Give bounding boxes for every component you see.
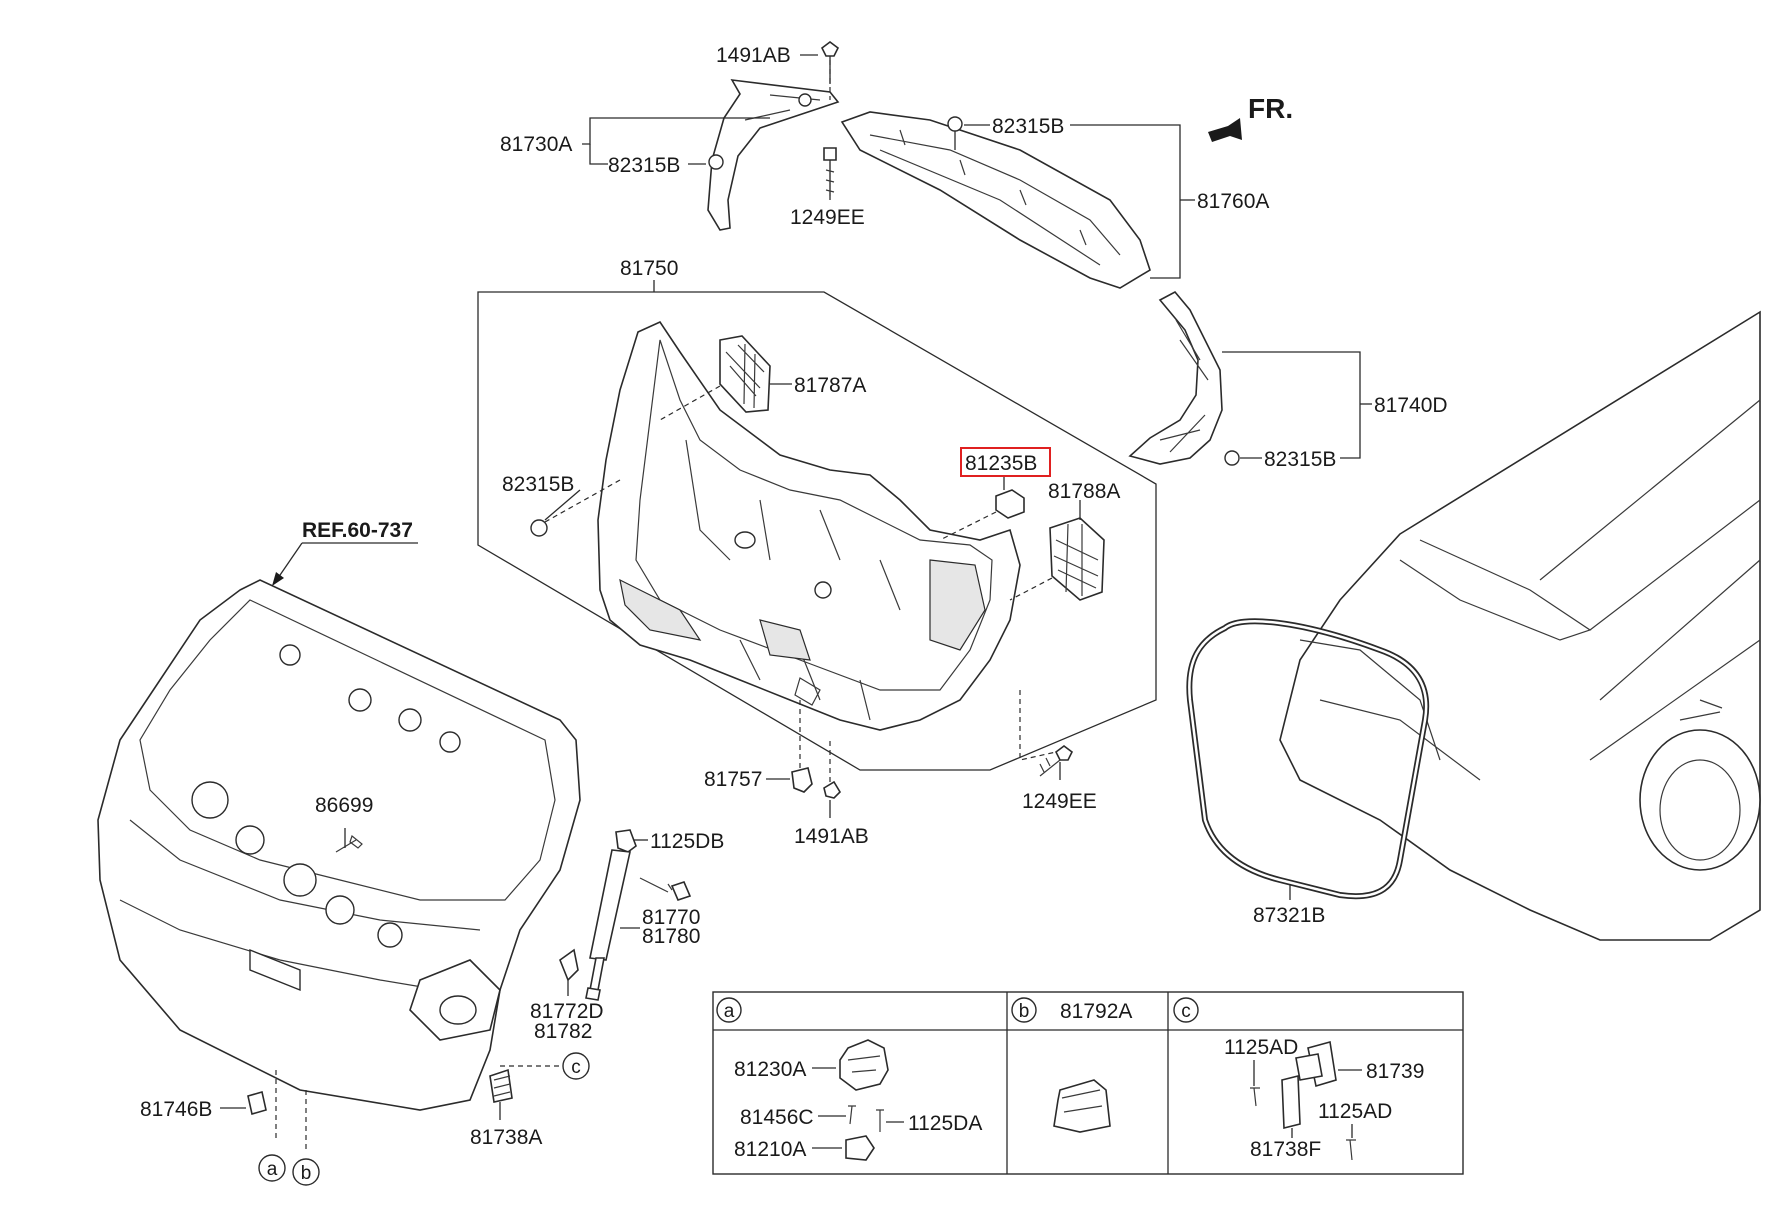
callout-c: c: [571, 1057, 581, 1078]
upper-trim-81760A: [840, 111, 1151, 289]
label-1491AB-bottom: 1491AB: [794, 825, 869, 848]
label-82315B-a: 82315B: [608, 154, 680, 177]
table-a-part-3: 1125DA: [908, 1112, 982, 1135]
label-82315B-d: 82315B: [502, 473, 574, 496]
label-81760A: 81760A: [1197, 190, 1269, 213]
side-trim-81740D: [1128, 290, 1240, 466]
front-arrow-icon: [1208, 118, 1242, 142]
clip-81235B: [939, 489, 1025, 541]
tailgate-outer-panel: [97, 579, 581, 1111]
label-81750: 81750: [620, 257, 678, 280]
table-c-part-2: 81739: [1366, 1060, 1424, 1083]
label-81738A: 81738A: [470, 1126, 542, 1149]
label-82315B-b: 82315B: [992, 115, 1064, 138]
front-direction-indicator: FR.: [1208, 93, 1293, 142]
table-col-c-letter: c: [1181, 1001, 1191, 1022]
assembly-outline-81750: [477, 291, 1157, 771]
front-direction-label: FR.: [1248, 93, 1293, 124]
vehicle-rear-view: [1279, 310, 1761, 941]
label-81235B: 81235B: [965, 452, 1037, 475]
table-c-part-1: 1125AD: [1224, 1036, 1298, 1059]
label-81787A: 81787A: [794, 374, 866, 397]
bumper-81746B: [247, 1090, 267, 1116]
table-col-b-title: 81792A: [1060, 1000, 1132, 1023]
label-81757: 81757: [704, 768, 762, 791]
label-1491AB-top: 1491AB: [716, 44, 791, 67]
weatherstrip-87321B: [1186, 618, 1430, 900]
tailgate-trim-panel-81750: [597, 320, 1021, 731]
label-81788A: 81788A: [1048, 480, 1120, 503]
table-a-part-4: 81210A: [734, 1138, 806, 1161]
table-a-part-1: 81230A: [734, 1058, 806, 1081]
label-1249EE-bottom: 1249EE: [1022, 790, 1097, 813]
label-82315B-c: 82315B: [1264, 448, 1336, 471]
grille-81787A: [659, 335, 771, 421]
clip-82315B-d: [530, 519, 548, 537]
table-a-part-2: 81456C: [740, 1106, 814, 1129]
callout-c-circle: [562, 1052, 590, 1080]
label-87321B: 87321B: [1253, 904, 1325, 927]
table-col-b-letter: b: [1019, 1001, 1030, 1022]
label-81770: 81770: [642, 906, 700, 929]
bolt-86699: [335, 834, 363, 853]
label-86699: 86699: [315, 794, 373, 817]
label-1125DB: 1125DB: [650, 830, 724, 853]
callout-b-circle: [292, 1158, 320, 1186]
label-81740D: 81740D: [1374, 394, 1448, 417]
detail-table: a b 81792A c 81230A 81456C 1125DA 81210A…: [712, 991, 1464, 1175]
label-1249EE-top: 1249EE: [790, 206, 865, 229]
highlight-81235B: [960, 447, 1051, 477]
table-c-part-3: 1125AD: [1318, 1100, 1392, 1123]
callout-a-circle: [258, 1154, 286, 1182]
fasteners-bottom: [791, 690, 1074, 799]
label-81772D: 81772D: [530, 1000, 604, 1023]
label-81746B: 81746B: [140, 1098, 212, 1121]
label-81780: 81780: [642, 925, 700, 948]
callout-b: b: [301, 1163, 312, 1184]
label-81730A: 81730A: [500, 133, 572, 156]
bracket-81772D: [559, 948, 579, 982]
table-c-part-4: 81738F: [1250, 1138, 1321, 1161]
label-81782: 81782: [534, 1020, 592, 1043]
callout-a: a: [267, 1159, 278, 1180]
label-ref-60-737: REF.60-737: [302, 519, 413, 542]
upper-side-trim-81730A: [707, 41, 840, 231]
grille-81788A: [1009, 517, 1105, 601]
gas-strut-81770-81780: [585, 829, 692, 1001]
table-col-a-letter: a: [724, 1001, 735, 1022]
